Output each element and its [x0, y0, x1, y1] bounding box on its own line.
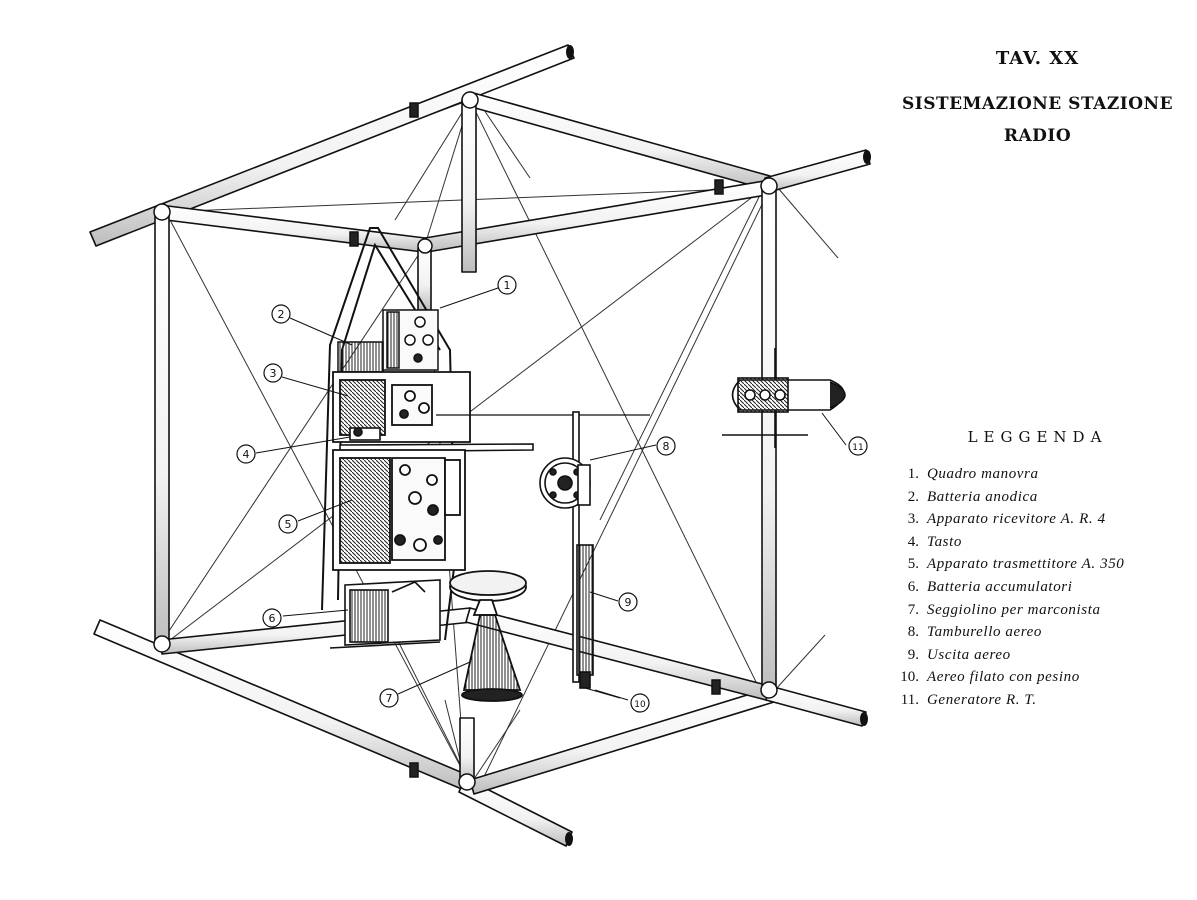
accumulator-battery — [329, 579, 441, 649]
legend-item-label: Quadro manovra — [927, 466, 1039, 482]
legend-item-number: 6. — [907, 578, 919, 595]
callout-circle-4 — [236, 444, 256, 464]
legend-item-label: Apparato ricevitore A. R. 4 — [927, 511, 1106, 528]
control-panel — [382, 309, 439, 371]
legend-item-label: Batteria anodica — [927, 488, 1038, 505]
legend-item-number: 7. — [907, 601, 919, 618]
legend-item: 10. Aereo filato con pesino — [885, 669, 1124, 692]
callout-label-4: 4 — [243, 448, 250, 461]
plate-title-line-2: RADIO — [1003, 126, 1072, 146]
callout-circle-10 — [630, 693, 650, 713]
rf-generator — [722, 348, 846, 448]
legend-item: 2. Batteria anodica — [885, 489, 1124, 512]
callout-label-5: 5 — [285, 518, 292, 531]
callout-numbers: 1 2 3 4 5 6 7 8 9 10 11 — [243, 279, 864, 710]
plate-title-line-1: SISTEMAZIONE STAZIONE — [901, 94, 1174, 114]
legend-item-number: 4. — [907, 533, 919, 550]
operator-stool — [449, 570, 527, 702]
leader-lines — [255, 287, 847, 701]
legend-item-label: Apparato trasmettitore A. 350 — [927, 556, 1125, 573]
legend-item-number: 5. — [907, 556, 919, 573]
callout-circle-3 — [263, 363, 283, 383]
callout-circle-11 — [848, 436, 868, 456]
callout-label-1: 1 — [504, 279, 511, 292]
legend-item-label: Uscita aereo — [927, 646, 1011, 663]
legend-item: 1. Quadro manovra — [885, 466, 1124, 489]
legend-item-number: 8. — [907, 624, 919, 641]
tube-end-caps — [565, 45, 871, 846]
callout-circle-6 — [262, 608, 282, 628]
callout-markers — [236, 275, 868, 713]
legend-item-number: 3. — [907, 511, 919, 528]
legend-item-number: 10. — [900, 669, 919, 686]
legend-item: 11. Generatore R. T. — [885, 692, 1124, 715]
callout-label-2: 2 — [278, 308, 285, 321]
callout-label-9: 9 — [625, 596, 632, 609]
callout-label-3: 3 — [270, 367, 277, 380]
legend-title: LEGGENDA — [967, 428, 1108, 446]
legend-item-label: Seggiolino per marconista — [927, 601, 1101, 618]
callout-circle-7 — [379, 688, 399, 708]
legend-item-label: Aereo filato con pesino — [927, 669, 1080, 686]
legend-item-label: Tasto — [927, 533, 962, 550]
legend-item: 5. Apparato trasmettitore A. 350 — [885, 556, 1124, 579]
callout-circle-9 — [618, 592, 638, 612]
legend-item-label: Tamburello aereo — [927, 624, 1043, 641]
callout-label-7: 7 — [386, 692, 393, 705]
legend-item-number: 2. — [907, 488, 919, 505]
callout-label-8: 8 — [663, 440, 670, 453]
plate-number: TAV. XX — [995, 48, 1080, 69]
callout-circle-2 — [271, 304, 291, 324]
callout-label-10: 10 — [634, 700, 646, 710]
legend-list: 1. Quadro manovra 2. Batteria anodica 3. Ap… — [885, 466, 1124, 715]
legend-item: 9. Uscita aereo — [885, 647, 1124, 670]
callout-circle-1 — [497, 275, 517, 295]
callout-label-11: 11 — [852, 443, 863, 453]
anode-battery — [337, 341, 384, 373]
legend-item: 8. Tamburello aereo — [885, 624, 1124, 647]
legend-item: 3. Apparato ricevitore A. R. 4 — [885, 511, 1124, 534]
callout-circle-8 — [656, 436, 676, 456]
legend-item: 6. Batteria accumulatori — [885, 579, 1124, 602]
legend-item-number: 11. — [900, 691, 919, 708]
antenna-outlet — [576, 544, 621, 699]
legend-item-number: 9. — [907, 646, 919, 663]
legend-item-label: Batteria accumulatori — [927, 578, 1073, 595]
legend-item-label: Generatore R. T. — [927, 691, 1037, 708]
antenna-reel — [539, 411, 591, 683]
transmitter-unit — [332, 449, 466, 571]
callout-circle-5 — [278, 514, 298, 534]
legend-item-number: 1. — [907, 466, 919, 482]
frame-joints — [153, 91, 778, 791]
legend-item: 7. Seggiolino per marconista — [885, 602, 1124, 625]
tubular-frame — [89, 44, 871, 847]
legend-item: 4. Tasto — [885, 534, 1124, 557]
plate-title: SISTEMAZIONE STAZIONE RADIO — [890, 88, 1185, 152]
callout-label-6: 6 — [269, 612, 276, 625]
